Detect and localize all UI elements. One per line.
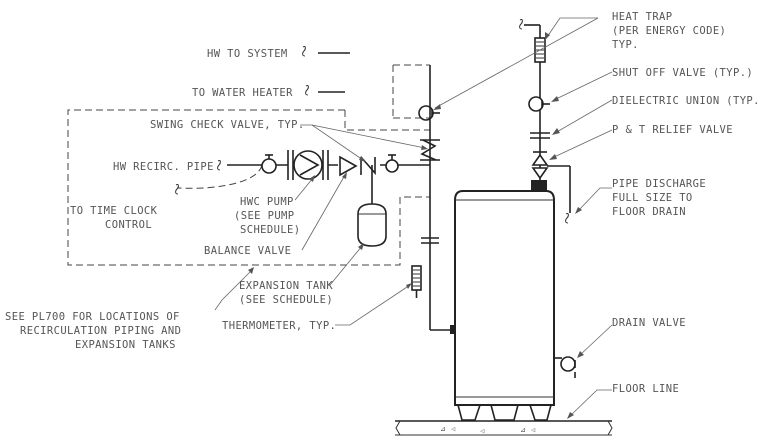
to-water-heater-break-mark	[305, 85, 309, 96]
riser-dielectric-union	[421, 237, 439, 244]
heat-trap-label-line2: (PER ENERGY CODE)	[612, 25, 726, 37]
thermometer-label: THERMOMETER, TYP.	[222, 320, 336, 332]
hw-recirc-pipe-label: HW RECIRC. PIPE	[113, 161, 214, 173]
dielectric-union-label: DIELECTRIC UNION (TYP.)	[612, 95, 760, 107]
see-pl700-label-line3: EXPANSION TANKS	[75, 339, 176, 351]
pt-relief-valve-label: P & T RELIEF VALVE	[612, 124, 733, 136]
see-pl700-label-line1: SEE PL700 FOR LOCATIONS OF	[5, 311, 180, 323]
svg-text:⊿ ◁: ⊿ ◁	[440, 425, 456, 433]
floor-line: ⊿ ◁ ◁ ⊿ ◁	[395, 420, 613, 436]
hwc-pump-label-line2: (SEE PUMP	[234, 210, 295, 222]
recirc-shut-off-valve-right	[385, 154, 399, 173]
hwc-pump-label-line1: HWC PUMP	[240, 196, 294, 208]
pt-relief-valve	[531, 151, 571, 213]
hot-riser-break-mark	[519, 19, 523, 30]
riser-thermometer	[411, 265, 422, 298]
swing-check-valve-label: SWING CHECK VALVE, TYP.	[150, 119, 305, 131]
to-time-clock-label-line2: CONTROL	[105, 219, 152, 231]
pipe-discharge-label-line1: PIPE DISCHARGE	[612, 178, 706, 190]
water-heater-tank	[454, 180, 555, 421]
hot-shut-off-valve	[528, 96, 550, 112]
heat-trap-label-line3: TYP.	[612, 39, 639, 51]
recirc-swing-check-valve	[338, 155, 380, 177]
time-clock-break-mark	[175, 184, 179, 195]
expansion-tank-label-line1: EXPANSION TANK	[239, 280, 333, 292]
recirc-shut-off-valve-left	[261, 154, 277, 174]
drain-valve	[554, 356, 576, 378]
balance-valve-label: BALANCE VALVE	[204, 245, 291, 257]
hot-dielectric-union	[530, 132, 550, 139]
riser-swing-check-valve	[420, 139, 440, 161]
recirculation-dashed-boundary	[67, 64, 430, 266]
see-pl700-label-line2: RECIRCULATION PIPING AND	[20, 325, 181, 337]
hw-recirc-break-mark	[217, 160, 221, 171]
to-water-heater-label: TO WATER HEATER	[192, 87, 293, 99]
svg-text:◁: ◁	[479, 427, 485, 435]
pipe-discharge-label-line3: FLOOR DRAIN	[612, 206, 686, 218]
shut-off-valve-label: SHUT OFF VALVE (TYP.)	[612, 67, 753, 79]
time-clock-control-wire	[177, 164, 263, 189]
hwc-pump-label-line3: SCHEDULE)	[240, 224, 301, 236]
tank-inlet-fitting	[450, 325, 455, 334]
hw-to-system-break-mark	[302, 46, 306, 57]
pipe-discharge-break-mark	[565, 213, 569, 224]
expansion-tank	[357, 203, 387, 247]
hwc-pump-symbol	[287, 150, 329, 180]
svg-text:⊿ ◁: ⊿ ◁	[520, 426, 536, 434]
expansion-tank-label-line2: (SEE SCHEDULE)	[239, 294, 333, 306]
heat-trap-label-line1: HEAT TRAP	[612, 11, 673, 23]
hw-to-system-label: HW TO SYSTEM	[207, 48, 288, 60]
riser-shut-off-valve	[418, 105, 440, 121]
pipe-discharge-label-line2: FULL SIZE TO	[612, 192, 693, 204]
floor-line-label: FLOOR LINE	[612, 383, 679, 395]
to-time-clock-label-line1: TO TIME CLOCK	[70, 205, 158, 217]
drain-valve-label: DRAIN VALVE	[612, 317, 686, 329]
